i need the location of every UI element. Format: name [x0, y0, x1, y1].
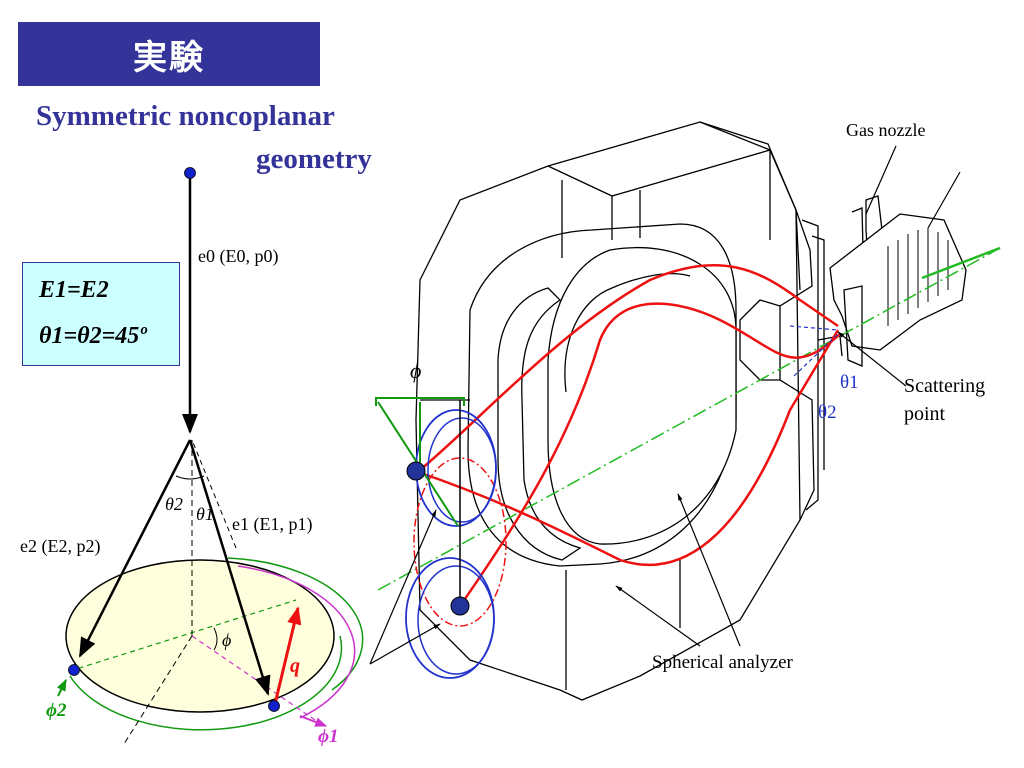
scattering-geometry-diagram: e0 (E0, p0) e1 (E1, p1) e2 (E2, p2) θ2 θ…	[20, 167, 364, 747]
scattering-point-label-2: point	[904, 403, 946, 425]
phi1-label: ϕ1	[318, 726, 339, 747]
analyzer-right-flange	[739, 149, 815, 521]
theta-angle-arc	[175, 475, 205, 480]
analyzer-pointer-left	[615, 585, 701, 647]
phi1-magenta-dashed-line	[191, 635, 319, 723]
focal-circle-red-dashed	[413, 457, 507, 627]
detector-pointer-upper	[369, 509, 437, 665]
q-label: q	[290, 655, 300, 677]
phi1-magenta-arc	[237, 565, 356, 719]
phi2-small-arrow	[56, 678, 67, 697]
analyzer-seams	[420, 180, 681, 690]
phi2-green-arc	[69, 635, 343, 731]
energy-condition: E1=E2	[39, 277, 109, 303]
phi-angle-label: ϕ	[222, 630, 231, 650]
electron1-arrow	[188, 439, 271, 696]
conditions-box: E1=E2 θ1=θ2=45º	[22, 262, 180, 366]
trajectory-red-return	[417, 329, 840, 567]
angle-condition: θ1=θ2=45º	[39, 323, 147, 349]
target-fins	[887, 228, 949, 326]
detection-plane-disc	[65, 559, 335, 713]
detected-electron-upper	[406, 461, 426, 481]
theta1-right-label: θ1	[840, 372, 859, 393]
slide-title: 実験	[18, 22, 320, 86]
analyzer-pointer-right	[677, 493, 741, 647]
theta2-blue-line	[793, 333, 839, 377]
incident-electron-dot	[184, 167, 196, 179]
theta1-label: θ1	[196, 504, 214, 524]
scattering-point-pointer	[837, 331, 907, 387]
electron1-dot	[268, 700, 280, 712]
annotation-pointers	[369, 145, 961, 665]
electron2-arrow	[78, 439, 192, 658]
spherical-analyzer-label: Spherical analyzer	[652, 652, 794, 673]
theta2-right-label: θ2	[818, 402, 837, 423]
phi2-green-dashed-line	[69, 599, 297, 672]
gas-nozzle-pointer	[865, 145, 897, 215]
theta-dashed-line	[191, 439, 237, 549]
gas-nozzle-label: Gas nozzle	[846, 120, 925, 140]
detector-pointer-lower	[369, 623, 441, 665]
detector-ring-upper-inner	[427, 417, 497, 523]
incident-electron-label: e0 (E0, p0)	[198, 246, 278, 267]
momentum-transfer-q-arrow	[273, 606, 302, 705]
analyzer-top-block	[547, 121, 771, 240]
electron2-dot	[68, 664, 80, 676]
phi1-small-arrow	[299, 715, 328, 727]
electron2-label: e2 (E2, p2)	[20, 536, 100, 557]
subtitle-line-2: geometry	[256, 143, 372, 175]
analyzer-electron-trajectories	[375, 246, 1001, 679]
lower-dashed-axis	[123, 635, 193, 745]
theta2-label: θ2	[165, 494, 183, 514]
detected-electron-lower	[450, 596, 470, 616]
target-pointer	[927, 171, 961, 229]
phi2-green-outer-arc	[227, 557, 364, 691]
theta1-blue-line	[789, 325, 839, 331]
beam-axis-dashdot	[377, 247, 1001, 591]
phi-angle-arc	[213, 627, 218, 651]
trajectory-red-lower	[458, 302, 841, 607]
beam-axis-green-solid	[921, 246, 1001, 280]
analyzer-inner-ring-mid	[497, 287, 582, 561]
scattering-point-label-1: Scattering	[904, 375, 985, 397]
phi-label: ϕ	[410, 358, 421, 383]
subtitle-line-1: Symmetric noncoplanar	[36, 100, 335, 132]
detector-ring-lower-inner	[417, 565, 495, 675]
electron1-label: e1 (E1, p1)	[232, 514, 312, 535]
spherical-analyzer-drawing	[415, 121, 967, 701]
phi2-label: ϕ2	[46, 700, 67, 721]
